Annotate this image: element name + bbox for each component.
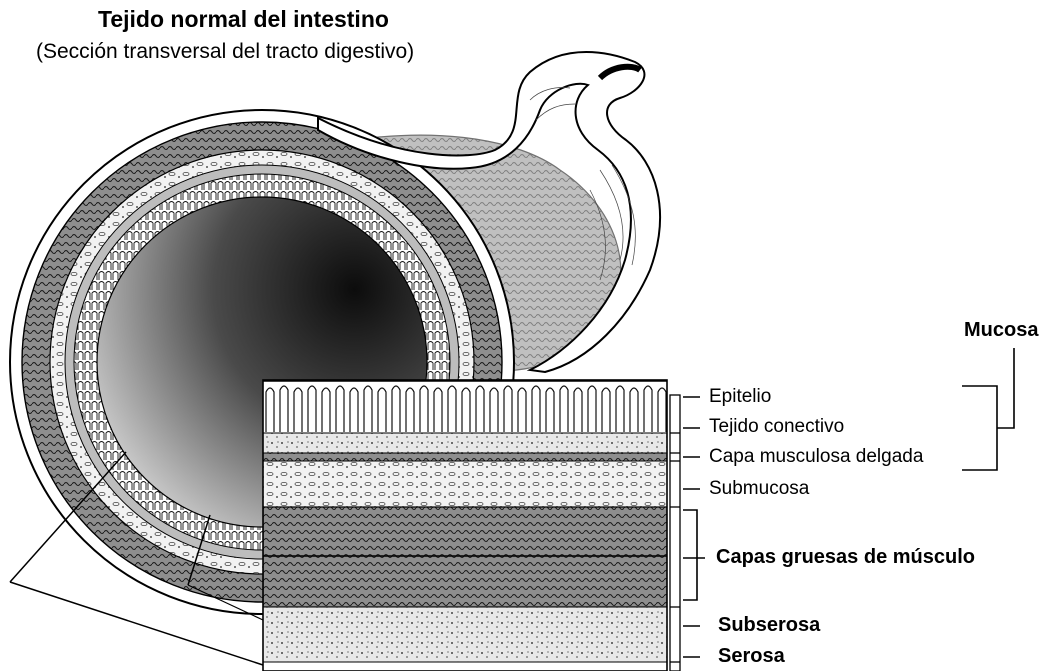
tissue-section [263,380,667,671]
label-subserosa: Subserosa [718,614,820,637]
label-capas-gruesas: Capas gruesas de músculo [716,546,975,569]
subserosa-layer [263,607,667,662]
muscle-bracket [683,510,697,600]
label-mucosa: Mucosa [964,319,1038,342]
thin-muscle-layer [263,453,667,461]
connective-layer [263,433,667,453]
submucosa-layer [263,461,667,507]
label-capa-musculosa-delgada: Capa musculosa delgada [709,446,923,468]
label-tejido-conectivo: Tejido conectivo [709,416,844,438]
label-serosa: Serosa [718,645,785,668]
layer-scale-bar [670,395,680,671]
thick-muscle-layer [263,507,667,607]
mucosa-bracket [962,386,997,470]
label-submucosa: Submucosa [709,478,809,500]
label-epitelio: Epitelio [709,386,771,408]
serosa-layer [263,662,667,671]
